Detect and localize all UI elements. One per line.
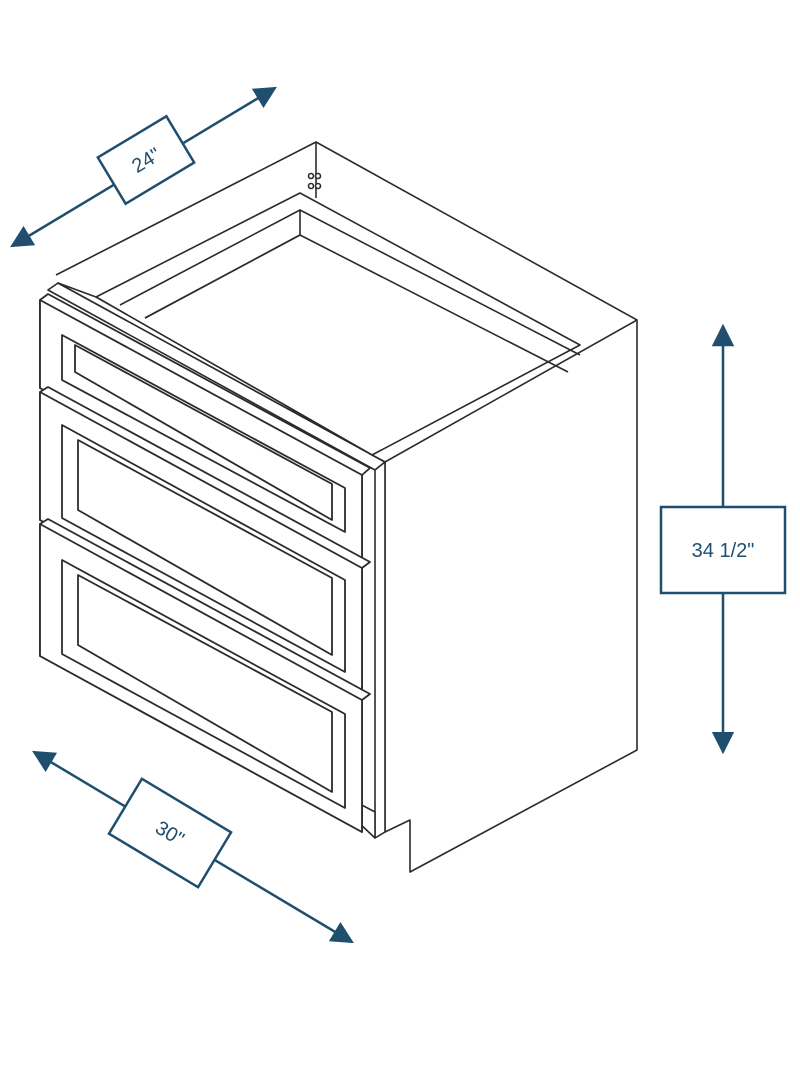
hinge-dot — [307, 182, 315, 190]
face-frame-right-stile — [374, 461, 386, 839]
height-label-box — [659, 505, 787, 595]
dimension-width: 30" — [32, 750, 354, 944]
hinge-dot — [314, 182, 322, 190]
width-label-box — [107, 777, 233, 889]
hinge-dot — [314, 172, 322, 180]
dimension-height: 34 1/2" — [659, 323, 787, 755]
drawer-panel-inner — [74, 344, 333, 521]
drawer-middle — [39, 386, 371, 693]
drawer-top — [39, 293, 371, 561]
height-label: 34 1/2" — [692, 540, 755, 562]
face-frame-top-inner — [57, 282, 386, 463]
opening-inner-back — [299, 209, 581, 356]
drawer-panel-inner — [77, 439, 333, 656]
dimension-depth: 24" — [10, 86, 277, 248]
opening-inner-floor — [144, 234, 569, 373]
hinge-dot — [307, 172, 315, 180]
depth-label-box — [96, 114, 196, 206]
